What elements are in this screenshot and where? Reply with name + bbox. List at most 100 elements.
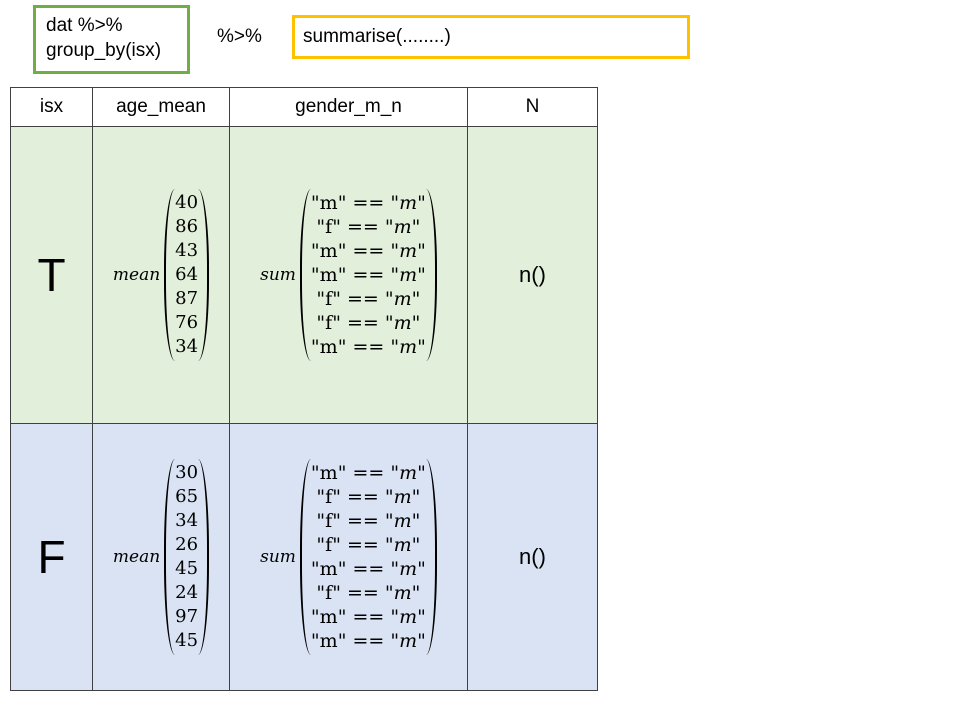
gender-comparison: "m" == "m" [310, 264, 426, 286]
left-paren [164, 189, 175, 361]
gender-value: m [319, 630, 338, 652]
compare-value: m [393, 312, 412, 334]
age-value: 43 [175, 240, 199, 261]
summary-table: isx age_mean gender_m_n N T mean 40 86 43 6… [10, 87, 598, 691]
compare-value: m [393, 486, 412, 508]
compare-value: m [399, 264, 418, 286]
header-row: isx age_mean gender_m_n N [10, 87, 598, 127]
gender-comparison: "m" == "m" [310, 606, 426, 628]
gender-comparison: "m" == "m" [310, 462, 426, 484]
gender-comparison: "f" == "m" [316, 312, 421, 334]
mean-function: mean [112, 547, 161, 567]
n-value: n() [467, 126, 598, 424]
compare-value: m [399, 630, 418, 652]
age-vector: 30 65 34 26 45 24 97 45 [164, 459, 210, 655]
gender-comparison: "f" == "m" [316, 486, 421, 508]
left-paren [299, 189, 311, 361]
group-by-code-box: dat %>% group_by(isx) [33, 5, 190, 74]
gender-comparison: "m" == "m" [310, 240, 426, 262]
compare-value: m [393, 510, 412, 532]
gender-vector: "m" == "m""f" == "m""m" == "m""m" == "m"… [299, 189, 437, 361]
gender-comparison: "m" == "m" [310, 630, 426, 652]
gender-comparison: "f" == "m" [316, 534, 421, 556]
age-value: 45 [175, 558, 199, 579]
compare-value: m [393, 582, 412, 604]
n-value: n() [467, 423, 598, 691]
gender-comparison: "m" == "m" [310, 558, 426, 580]
gender-comparison: "f" == "m" [316, 582, 421, 604]
sum-function: sum [260, 547, 296, 567]
age-value: 24 [175, 582, 199, 603]
gender-vector: "m" == "m""f" == "m""f" == "m""f" == "m"… [299, 459, 437, 655]
gender-m-n-cell: sum "m" == "m""f" == "m""f" == "m""f" ==… [229, 423, 468, 691]
right-paren [198, 189, 210, 361]
gender-value: m [319, 240, 338, 262]
age-value: 87 [175, 288, 199, 309]
gender-value: f [325, 534, 333, 556]
gender-comparison: "f" == "m" [316, 510, 421, 532]
age-value: 97 [175, 606, 199, 627]
gender-value: f [325, 288, 333, 310]
compare-value: m [399, 606, 418, 628]
pipe-operator: %>% [217, 26, 262, 47]
age-value: 30 [175, 462, 199, 483]
age-value: 86 [175, 216, 199, 237]
age-value: 40 [175, 192, 199, 213]
gender-value: m [319, 462, 338, 484]
header-gender-m-n: gender_m_n [229, 87, 468, 127]
age-value: 65 [175, 486, 199, 507]
age-value: 45 [175, 630, 199, 651]
isx-value: F [10, 423, 93, 691]
compare-value: m [393, 534, 412, 556]
compare-value: m [393, 288, 412, 310]
gender-value: m [319, 264, 338, 286]
header-age-mean: age_mean [92, 87, 230, 127]
gender-m-n-cell: sum "m" == "m""f" == "m""m" == "m""m" ==… [229, 126, 468, 424]
gender-value: m [319, 192, 338, 214]
left-paren [299, 459, 311, 655]
header-n: N [467, 87, 598, 127]
gender-value: f [325, 312, 333, 334]
right-paren [198, 459, 210, 655]
compare-value: m [399, 240, 418, 262]
compare-value: m [399, 336, 418, 358]
summarise-code: summarise(........) [303, 26, 451, 47]
isx-value: T [10, 126, 93, 424]
gender-value: f [325, 216, 333, 238]
gender-comparison: "f" == "m" [316, 216, 421, 238]
age-value: 34 [175, 510, 199, 531]
gender-value: m [319, 606, 338, 628]
gender-value: m [319, 336, 338, 358]
gender-value: f [325, 486, 333, 508]
gender-comparison: "m" == "m" [310, 192, 426, 214]
age-mean-cell: mean 30 65 34 26 45 24 97 45 [92, 423, 230, 691]
gender-value: f [325, 510, 333, 532]
summarise-code-box: summarise(........) [292, 15, 690, 59]
compare-value: m [399, 558, 418, 580]
code-line-group-by: group_by(isx) [46, 40, 162, 61]
sum-expression: sum "m" == "m""f" == "m""f" == "m""f" ==… [260, 459, 437, 655]
sum-expression: sum "m" == "m""f" == "m""m" == "m""m" ==… [260, 189, 437, 361]
sum-function: sum [260, 265, 296, 285]
gender-value: m [319, 558, 338, 580]
mean-function: mean [112, 265, 161, 285]
age-value: 76 [175, 312, 199, 333]
right-paren [426, 459, 437, 655]
gender-comparison: "m" == "m" [310, 336, 426, 358]
right-paren [426, 189, 437, 361]
mean-expression: mean 30 65 34 26 45 24 97 45 [112, 459, 210, 655]
compare-value: m [399, 192, 418, 214]
age-value: 26 [175, 534, 199, 555]
left-paren [164, 459, 175, 655]
age-value: 64 [175, 264, 199, 285]
compare-value: m [399, 462, 418, 484]
gender-value: f [325, 582, 333, 604]
code-line-dat: dat %>% [46, 15, 123, 36]
compare-value: m [393, 216, 412, 238]
gender-comparison: "f" == "m" [316, 288, 421, 310]
